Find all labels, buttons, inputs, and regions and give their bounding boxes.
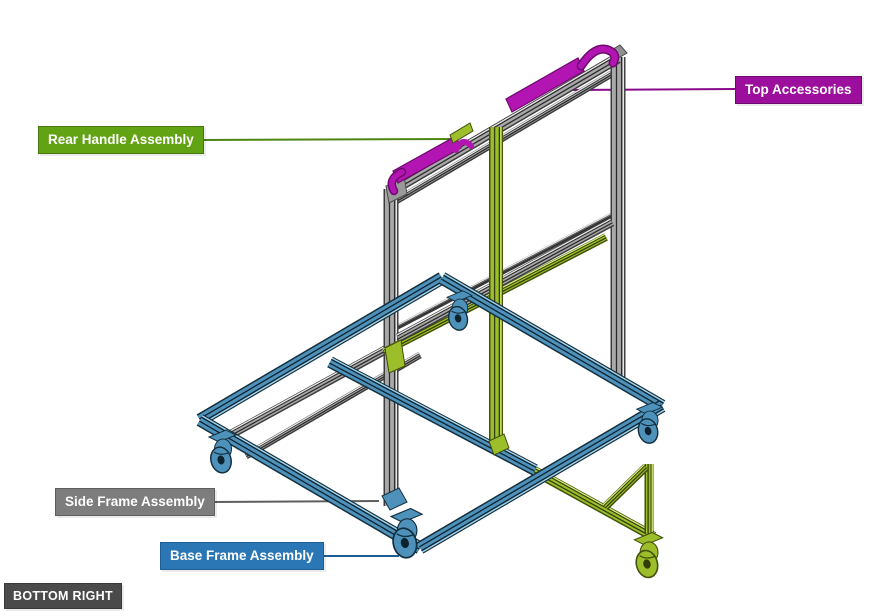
blue-caster bbox=[389, 507, 424, 559]
blue-caster bbox=[445, 290, 473, 331]
leader-side-frame bbox=[210, 500, 380, 503]
post-foot-bracket bbox=[381, 487, 408, 511]
green-post-foot-bracket bbox=[488, 433, 510, 456]
callout-side-frame-assembly: Side Frame Assembly bbox=[55, 488, 215, 516]
blue-caster bbox=[207, 429, 238, 474]
upper-handle-hook bbox=[578, 46, 618, 69]
callout-rear-handle-assembly: Rear Handle Assembly bbox=[38, 126, 204, 154]
top-handles bbox=[387, 44, 620, 196]
view-orientation-tag: BOTTOM RIGHT bbox=[4, 583, 122, 610]
green-brace-bracket bbox=[384, 339, 406, 374]
lower-handle-end-cap bbox=[453, 138, 474, 153]
callout-base-frame-assembly: Base Frame Assembly bbox=[160, 542, 324, 570]
upper-handle-plate bbox=[505, 57, 585, 113]
caster-wheels bbox=[207, 290, 664, 579]
callout-top-accessories: Top Accessories bbox=[735, 76, 862, 104]
lower-handle-hook bbox=[389, 169, 405, 194]
leader-top-accessories bbox=[566, 88, 736, 91]
green-caster bbox=[633, 531, 664, 579]
brackets-and-gussets bbox=[381, 44, 628, 511]
frame-members bbox=[196, 53, 666, 554]
handle-green-clamp bbox=[449, 122, 474, 144]
leader-lines bbox=[201, 88, 736, 557]
blue-caster bbox=[635, 401, 664, 444]
leader-rear-handle bbox=[201, 138, 458, 141]
